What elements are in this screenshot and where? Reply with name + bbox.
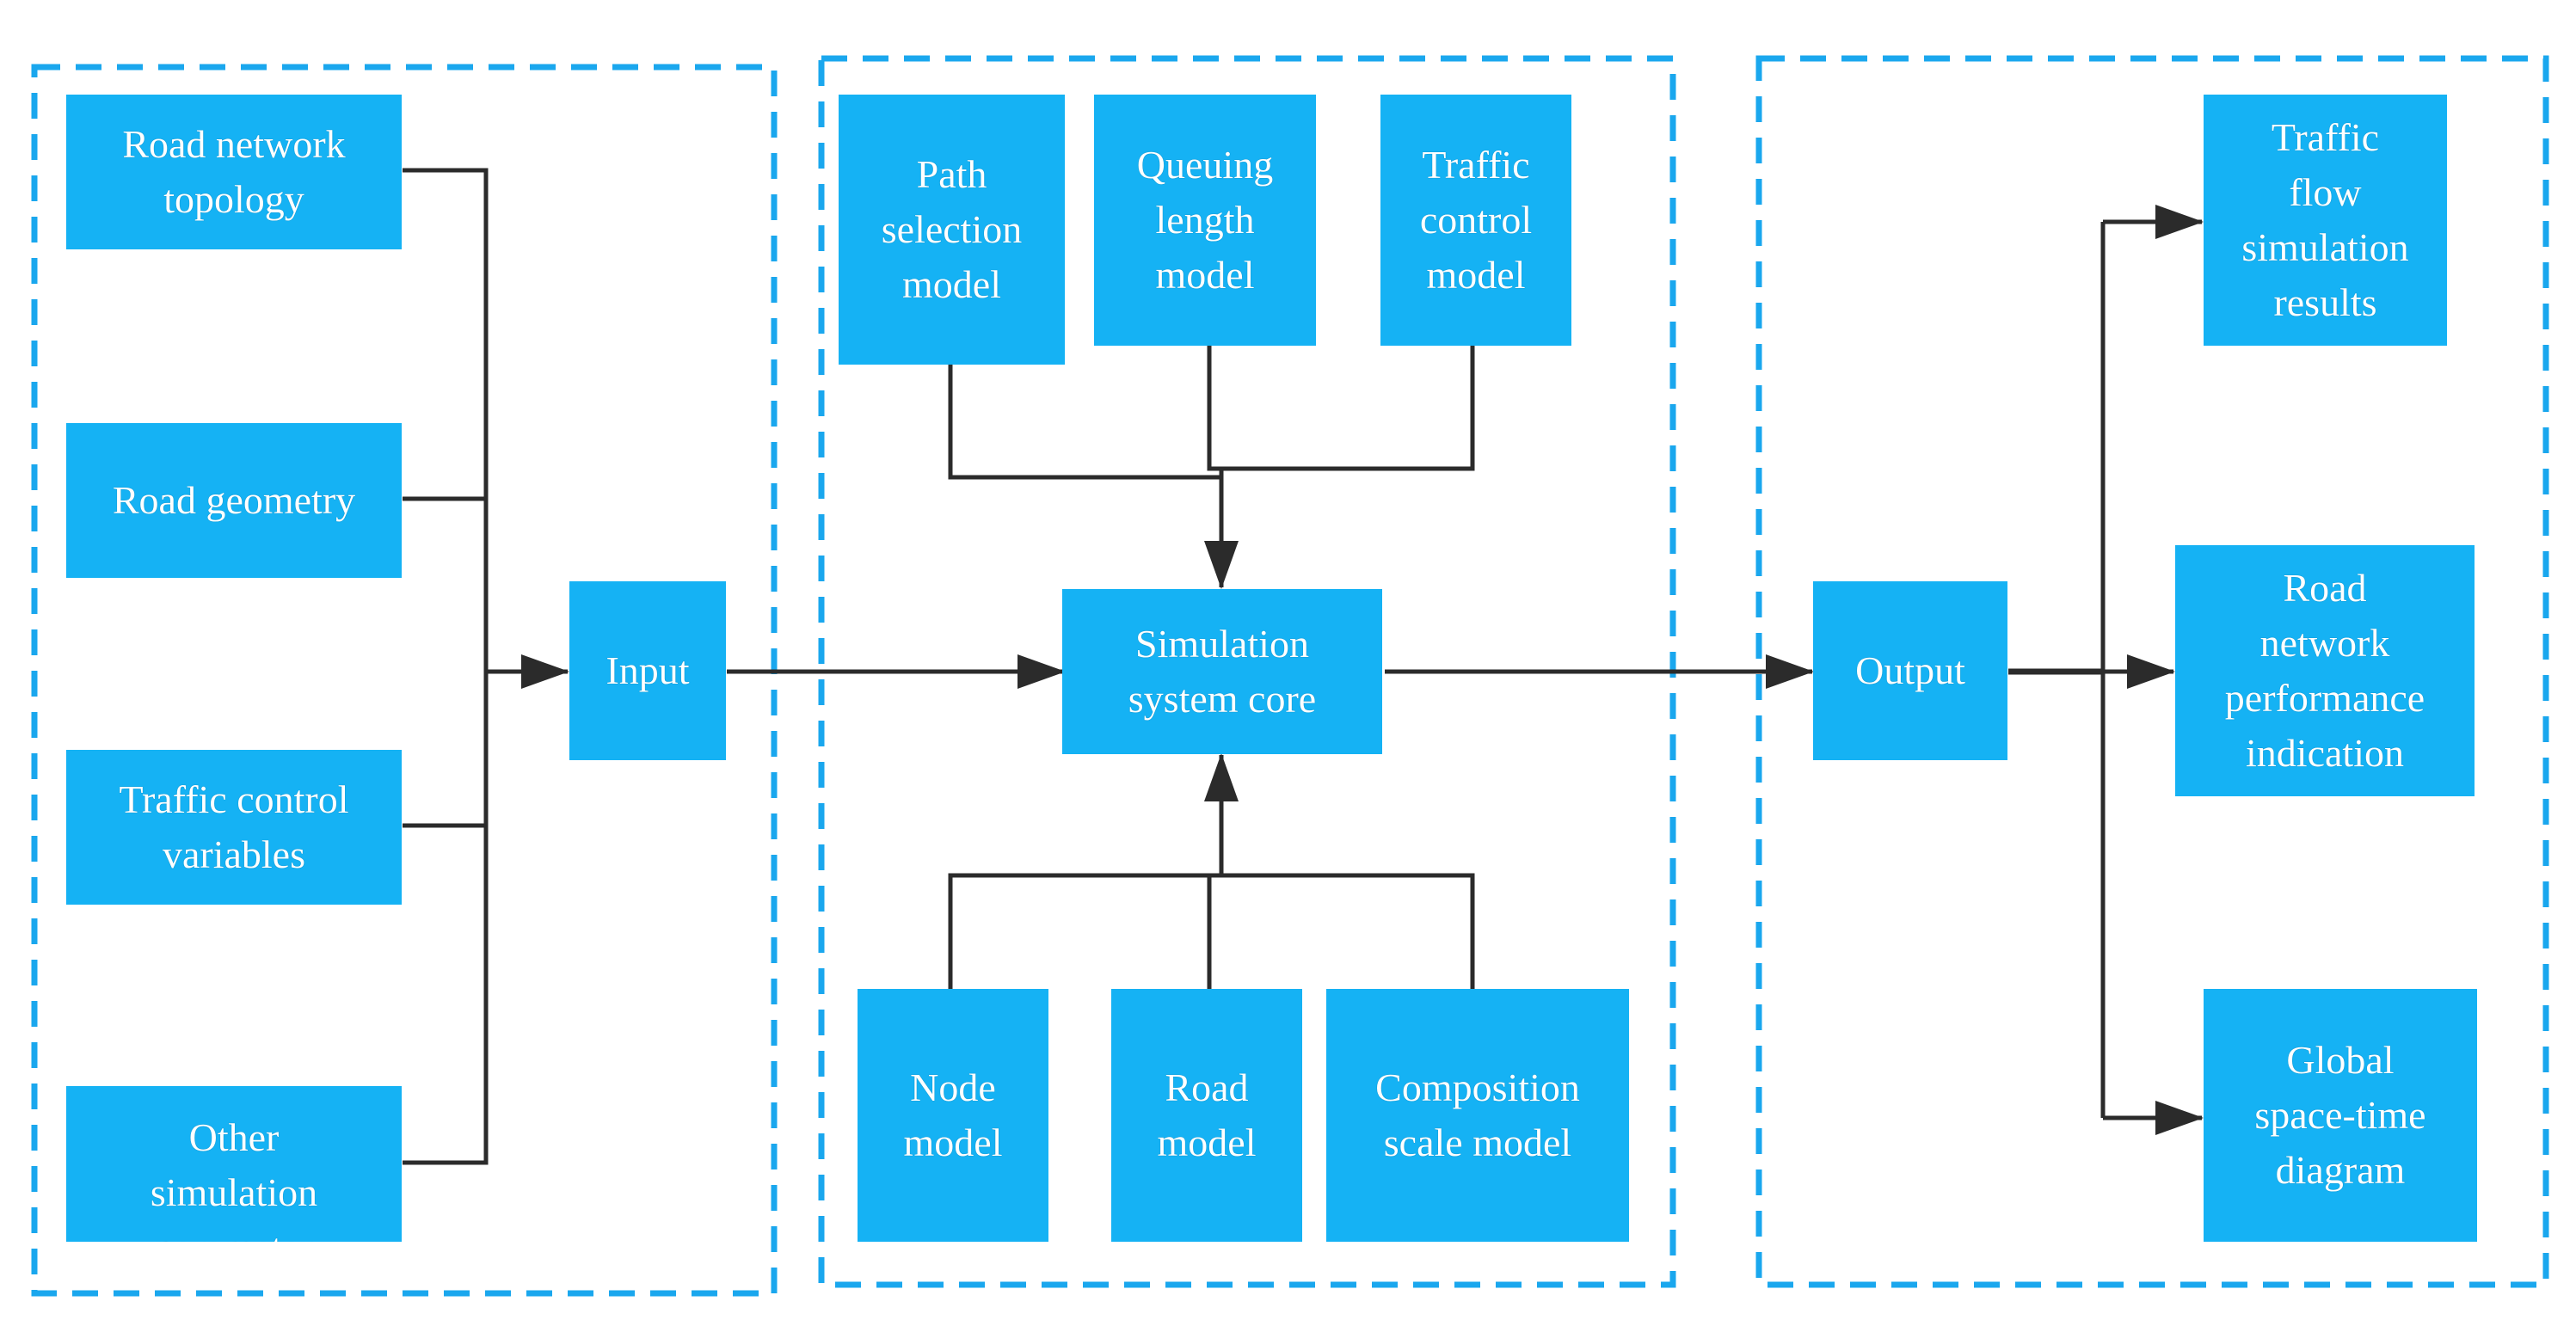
road-model-box: Road model	[1111, 989, 1302, 1242]
bottom-models-connector	[948, 753, 1475, 989]
composition-scale-model-box: Composition scale model	[1326, 989, 1629, 1242]
road-geometry-box: Road geometry	[66, 423, 402, 578]
input-group-border	[31, 64, 778, 1297]
traffic-control-variables-box: Traffic control variables	[66, 750, 402, 905]
top-models-connector	[948, 346, 1475, 589]
queuing-length-model-box: Queuing length model	[1094, 95, 1316, 346]
road-network-topology-box: Road network topology	[66, 95, 402, 249]
input-box: Input	[569, 581, 726, 760]
output-box: Output	[1813, 581, 2007, 760]
node-model-box: Node model	[858, 989, 1048, 1242]
input-bus-connector	[403, 168, 569, 1165]
other-simulation-parameter-box: Other simulation parameter	[66, 1086, 402, 1242]
global-space-time-diagram-box: Global space-time diagram	[2204, 989, 2477, 1242]
path-selection-model-box: Path selection model	[839, 95, 1065, 365]
road-network-performance-indication-box: Road network performance indication	[2175, 545, 2475, 796]
output-bus-connector	[2008, 205, 2204, 1135]
traffic-flow-simulation-results-box: Traffic flow simulation results	[2204, 95, 2447, 346]
traffic-control-model-box: Traffic control model	[1380, 95, 1571, 346]
simulation-system-core-box: Simulation system core	[1062, 589, 1382, 754]
output-group-border	[1755, 55, 2549, 1288]
